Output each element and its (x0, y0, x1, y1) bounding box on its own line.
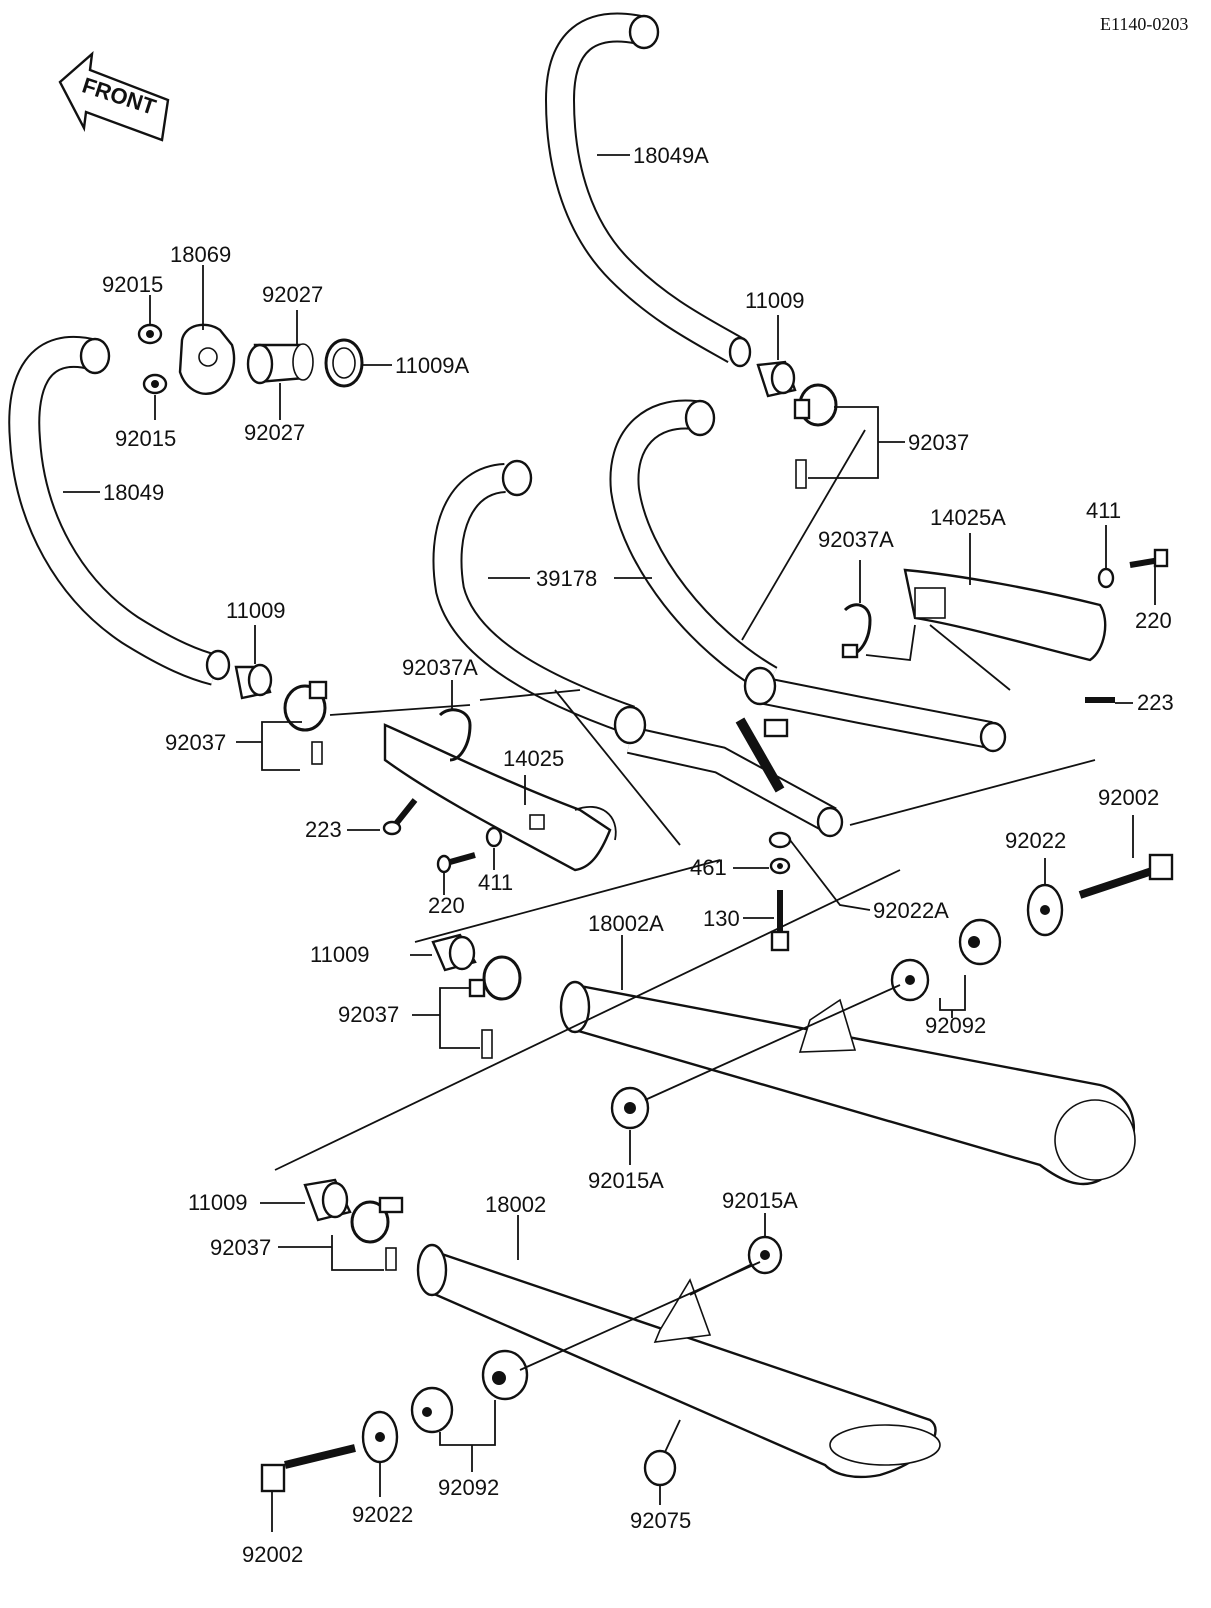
washer-92022a (768, 831, 792, 849)
label-92037-mid: 92037 (338, 1002, 399, 1027)
label-92022-low: 92022 (352, 1502, 413, 1527)
heat-cover-14025 (383, 723, 617, 872)
label-18002a: 18002A (588, 911, 664, 936)
label-92027-a: 92027 (262, 282, 323, 307)
clamp-92037-mid (468, 955, 522, 1059)
label-18049a: 18049A (633, 143, 709, 168)
label-11009a: 11009A (395, 353, 470, 378)
label-130: 130 (703, 906, 740, 931)
nut-92015-b (142, 373, 168, 395)
washer-411-top (1097, 567, 1115, 589)
label-14025a: 14025A (930, 505, 1006, 530)
label-223-right: 223 (1137, 690, 1174, 715)
nut-461 (769, 857, 791, 875)
cap-92075 (643, 1449, 677, 1487)
label-92037-low: 92037 (210, 1235, 271, 1260)
gasket-11009-left (234, 663, 273, 700)
label-92037-top: 92037 (908, 430, 969, 455)
label-220-left: 220 (428, 893, 465, 918)
label-11009-left: 11009 (226, 598, 286, 623)
clamp-92037-low (350, 1196, 404, 1271)
flange-18069 (178, 323, 236, 395)
gasket-11009-mid (431, 933, 477, 972)
grommet-92092-top-b (958, 918, 1002, 966)
nut-92015-a (137, 323, 163, 345)
label-92037a-right: 92037A (818, 527, 894, 552)
washer-92022-low (361, 1410, 399, 1464)
grommet-92092-low-b (410, 1386, 454, 1434)
label-220-top: 220 (1135, 608, 1172, 633)
label-92022-top: 92022 (1005, 828, 1066, 853)
bracket-92037a-right (841, 603, 872, 659)
muffler-18002 (416, 1243, 941, 1479)
washer-411-left (485, 826, 503, 848)
gasket-11009-top (756, 360, 797, 398)
label-92015a-low: 92015A (722, 1188, 798, 1213)
label-461: 461 (690, 855, 727, 880)
bolt-223-left (382, 798, 418, 836)
muffler-18002a (559, 980, 1136, 1186)
heat-cover-14025a (903, 568, 1107, 662)
header-pipe-18049 (8, 335, 231, 686)
label-39178: 39178 (536, 566, 597, 591)
header-pipe-18049a (544, 12, 752, 368)
gasket-11009-low (303, 1178, 352, 1222)
label-92092-top: 92092 (925, 1013, 986, 1038)
front-arrow-icon: FRONT (58, 51, 170, 142)
label-92022a: 92022A (873, 898, 949, 923)
clamp-92037-top (793, 383, 838, 489)
bolt-130 (770, 890, 790, 952)
label-411-left: 411 (478, 870, 513, 895)
nut-92015a-mid (610, 1086, 650, 1130)
label-411-top: 411 (1086, 498, 1121, 523)
bolt-220-top (1129, 548, 1169, 568)
label-223-left: 223 (305, 817, 342, 842)
bolt-92002-low (260, 1444, 356, 1493)
bracket-92037a-middle (438, 708, 472, 762)
label-18002: 18002 (485, 1192, 546, 1217)
label-92075: 92075 (630, 1508, 691, 1533)
bolt-92002-top (1078, 853, 1174, 899)
label-92002-top: 92002 (1098, 785, 1159, 810)
label-92027-b: 92027 (244, 420, 305, 445)
nut-92015a-low (747, 1235, 783, 1275)
grommet-92092-top-a (890, 958, 930, 1002)
bolt-220-left (436, 852, 476, 874)
label-92037a-middle: 92037A (402, 655, 478, 680)
label-11009-low: 11009 (188, 1190, 248, 1215)
grommet-92092-low-a (481, 1349, 529, 1401)
clamp-92037-left (283, 680, 328, 765)
label-18069: 18069 (170, 242, 231, 267)
label-92037-left: 92037 (165, 730, 226, 755)
gasket-11009a (324, 338, 364, 388)
label-14025: 14025 (503, 746, 564, 771)
label-92002-low: 92002 (242, 1542, 303, 1567)
label-18049: 18049 (103, 480, 164, 505)
label-92015a-mid: 92015A (588, 1168, 664, 1193)
label-92015-a: 92015 (102, 272, 163, 297)
label-92015-b: 92015 (115, 426, 176, 451)
label-92092-low: 92092 (438, 1475, 499, 1500)
collar-92027 (246, 343, 314, 385)
reference-code: E1140-0203 (1100, 14, 1188, 34)
label-11009-mid: 11009 (310, 942, 370, 967)
washer-92022-top (1026, 883, 1064, 937)
label-11009-top: 11009 (745, 288, 805, 313)
